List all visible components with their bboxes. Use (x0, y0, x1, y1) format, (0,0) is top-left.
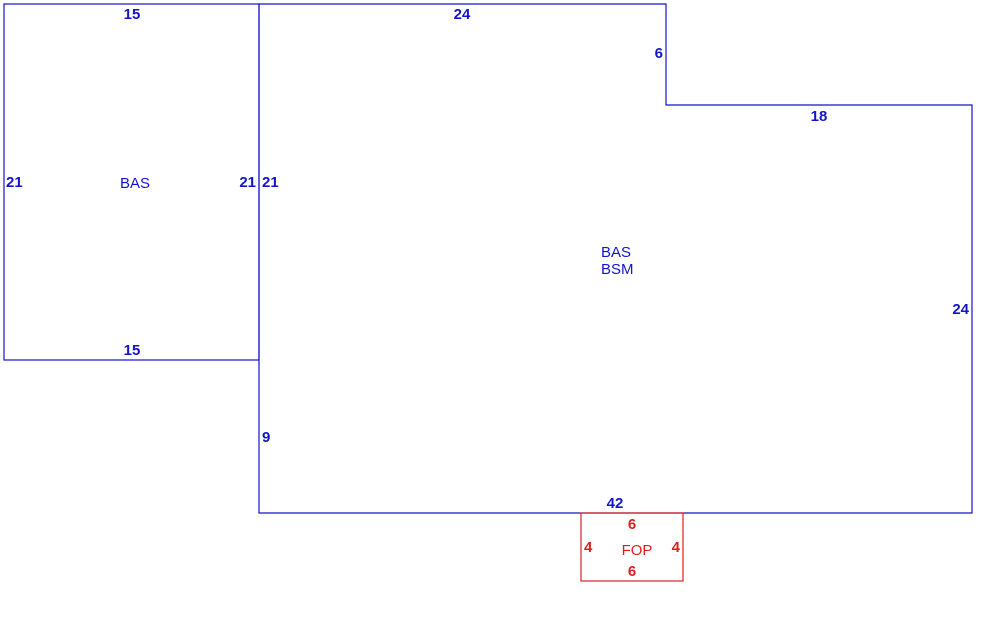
main-outline (258, 3, 973, 514)
main-notch-dim: 6 (655, 45, 663, 62)
porch-bottom-dim: 6 (628, 563, 636, 580)
main-left-upper-dim: 21 (262, 174, 279, 191)
area-porch: 6 6 4 4 FOP (580, 512, 684, 582)
main-label-bsm: BSM (601, 261, 634, 278)
left-bas-label: BAS (120, 175, 150, 192)
porch-label: FOP (622, 542, 653, 559)
main-label-bas: BAS (601, 244, 631, 261)
main-upper-right-dim: 18 (811, 108, 828, 125)
porch-outline (580, 512, 684, 582)
left-bas-top-dim: 15 (124, 6, 141, 23)
main-bottom-dim: 42 (607, 495, 624, 512)
main-top-dim: 24 (454, 6, 471, 23)
area-main: 24 6 18 21 9 24 42 BAS BSM (258, 3, 973, 514)
main-left-lower-dim: 9 (262, 429, 270, 446)
porch-top-dim: 6 (628, 516, 636, 533)
porch-right-dim: 4 (672, 539, 681, 556)
left-bas-bottom-dim: 15 (124, 342, 141, 359)
main-right-dim: 24 (952, 301, 969, 318)
porch-left-dim: 4 (584, 539, 593, 556)
left-bas-right-dim: 21 (239, 174, 256, 191)
left-bas-left-dim: 21 (6, 174, 23, 191)
area-left-bas: 15 15 21 21 BAS (3, 3, 260, 361)
